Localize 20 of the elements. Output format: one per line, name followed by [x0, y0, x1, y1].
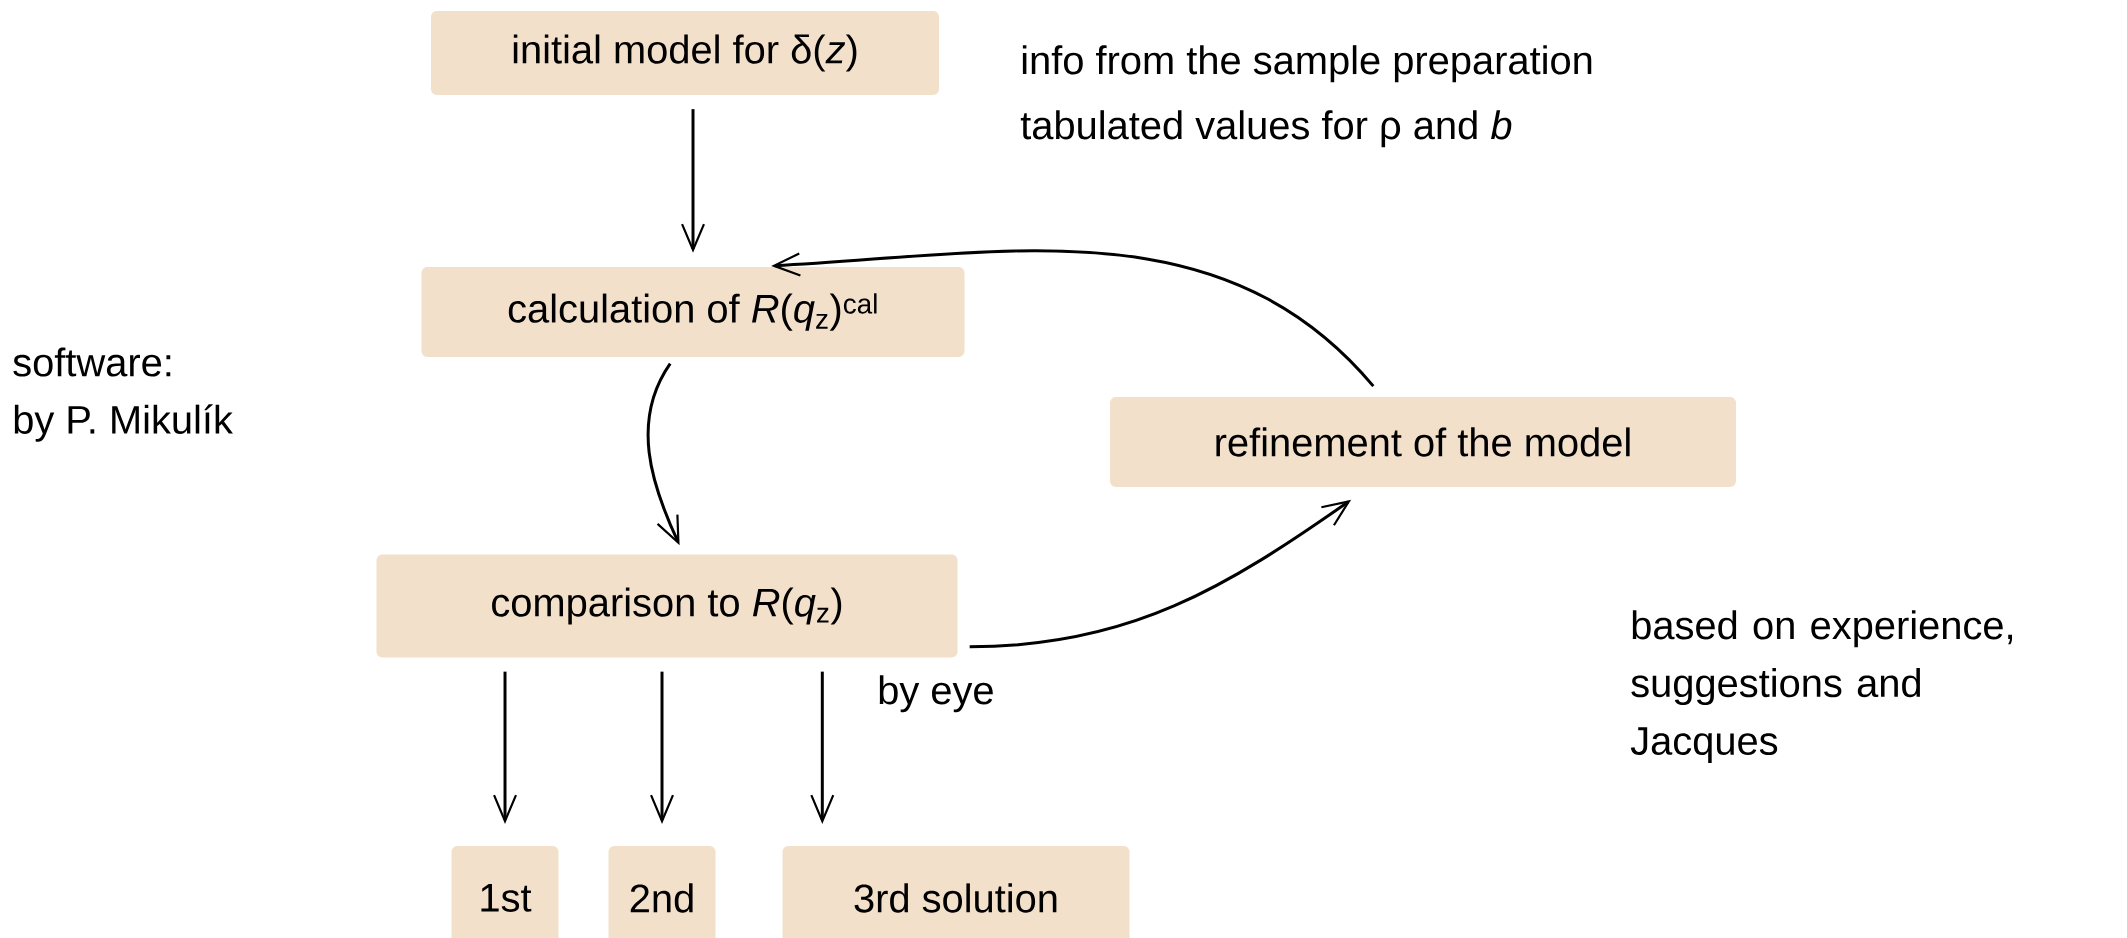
process-box: initial model for δ(z) [431, 11, 939, 95]
note-text: software: [13, 347, 171, 377]
process-box: 2nd [608, 846, 716, 938]
note-text: based on experience, suggestions and Jacques [1630, 610, 2012, 763]
process-box: 3rd solution [782, 846, 1130, 938]
note-text: tabulated values for ρ and b [1020, 110, 1512, 148]
process-box: 1st [451, 846, 559, 938]
arrow [646, 362, 680, 546]
arrow [969, 499, 1352, 649]
note-text: by eye [879, 675, 993, 713]
process-box: calculation of R(q$_{z}$)$^{cal}$ [421, 267, 965, 357]
process-box: refinement of the model [1110, 397, 1736, 487]
note-text: info from the sample preparation [1022, 45, 1592, 83]
arrow [771, 249, 1375, 388]
arrow [681, 109, 705, 253]
note-text: by P. Mikulík [14, 404, 233, 442]
arrow [493, 671, 517, 824]
arrow [650, 671, 674, 824]
arrow [810, 671, 835, 824]
process-box: comparison to R(q$_{z}$) [376, 554, 958, 658]
